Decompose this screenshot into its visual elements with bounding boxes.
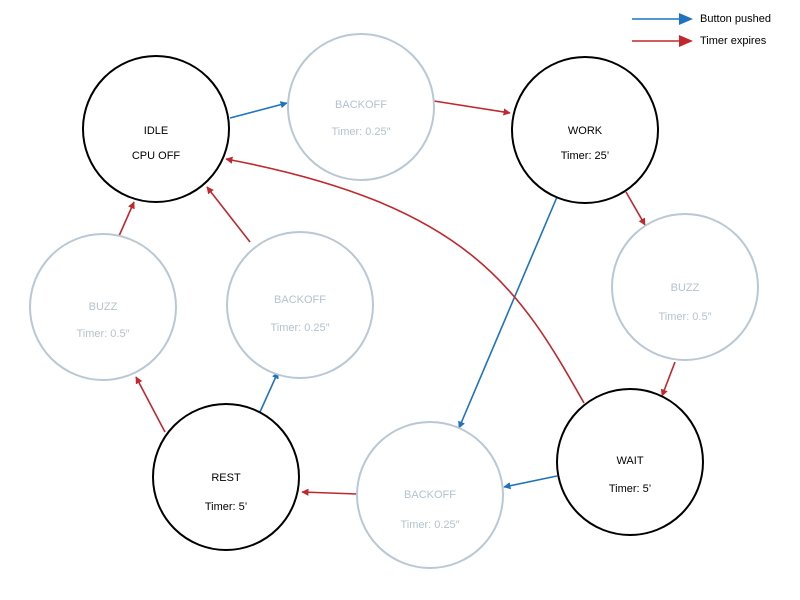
state-idle-sublabel: CPU OFF (132, 150, 181, 162)
state-rest: REST Timer: 5’ (152, 403, 300, 551)
state-work: WORK Timer: 25’ (511, 56, 659, 204)
legend-label-timer: Timer expires (700, 35, 767, 47)
legend: Button pushed Timer expires (630, 8, 795, 52)
legend-label-button: Button pushed (700, 13, 771, 25)
state-backoff-bottom-sublabel: Timer: 0.25″ (400, 519, 459, 531)
state-rest-sublabel: Timer: 5’ (205, 501, 247, 513)
state-buzz-right: BUZZ Timer: 0.5″ (611, 213, 759, 361)
state-work-sublabel: Timer: 25’ (561, 150, 610, 162)
state-backoff-mid-sublabel: Timer: 0.25″ (270, 322, 329, 334)
edge-wait-to-idle (225, 156, 585, 404)
state-idle: IDLE CPU OFF (82, 55, 230, 203)
edge-backoff-mid-to-idle (206, 186, 251, 243)
edge-backoff-top-to-work (433, 100, 511, 116)
state-buzz-left-sublabel: Timer: 0.5″ (77, 328, 130, 340)
state-buzz-left: BUZZ Timer: 0.5″ (29, 233, 177, 381)
edge-backoff-bottom-to-rest (301, 488, 358, 496)
state-backoff-bottom: BACKOFF Timer: 0.25″ (356, 421, 504, 569)
edge-work-to-buzz-right (625, 191, 646, 226)
state-backoff-top-circle (287, 33, 435, 181)
state-wait-circle (556, 388, 704, 536)
state-buzz-right-sublabel: Timer: 0.5″ (659, 311, 712, 323)
state-backoff-mid-circle (226, 231, 374, 379)
state-backoff-top: BACKOFF Timer: 0.25″ (287, 33, 435, 181)
state-work-circle (511, 56, 659, 204)
legend-item-timer: Timer expires (630, 30, 795, 52)
edge-buzz-left-to-idle (118, 201, 135, 237)
state-idle-circle (82, 55, 230, 203)
state-buzz-right-circle (611, 213, 759, 361)
state-rest-circle (152, 403, 300, 551)
state-idle-label: IDLE (144, 125, 168, 137)
state-backoff-mid-label: BACKOFF (274, 294, 326, 306)
state-rest-label: REST (211, 472, 241, 484)
blue-arrow-icon (632, 13, 693, 25)
transitions (118, 100, 676, 496)
edge-rest-to-backoff-mid (259, 371, 279, 413)
state-wait-sublabel: Timer: 5’ (609, 483, 651, 495)
state-backoff-top-sublabel: Timer: 0.25″ (331, 126, 390, 138)
edge-buzz-right-to-wait (660, 361, 676, 397)
state-backoff-mid: BACKOFF Timer: 0.25″ (226, 231, 374, 379)
state-wait-label: WAIT (616, 455, 643, 467)
state-buzz-left-label: BUZZ (89, 301, 118, 313)
state-wait: WAIT Timer: 5’ (556, 388, 704, 536)
edge-idle-to-backoff-top (229, 101, 288, 119)
edge-wait-to-backoff-bottom (503, 475, 558, 490)
state-backoff-bottom-circle (356, 421, 504, 569)
state-backoff-bottom-label: BACKOFF (404, 489, 456, 501)
legend-item-button: Button pushed (630, 8, 795, 30)
edge-work-to-backoff-bottom (458, 196, 558, 429)
state-buzz-left-circle (29, 233, 177, 381)
red-arrow-icon (632, 35, 693, 47)
state-buzz-right-label: BUZZ (671, 282, 700, 294)
state-backoff-top-label: BACKOFF (335, 99, 387, 111)
edge-rest-to-buzz-left (135, 376, 166, 433)
state-work-label: WORK (568, 125, 603, 137)
